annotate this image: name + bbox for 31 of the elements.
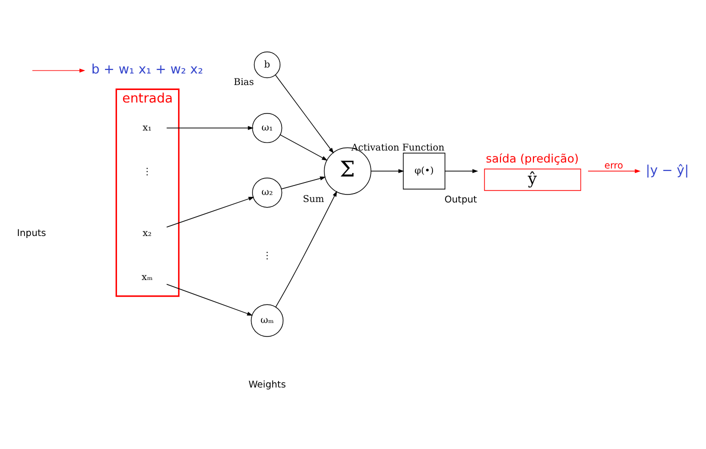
node-text: x₁: [142, 122, 152, 133]
node-box: ŷ: [484, 168, 582, 190]
arrow: [275, 190, 338, 307]
node-label: Bias: [234, 76, 254, 88]
arrow: [444, 168, 478, 173]
arrow: [275, 74, 334, 154]
arrow: [32, 68, 86, 72]
arrow: [588, 168, 641, 173]
node-label: Sum: [302, 193, 324, 204]
label: Weights: [248, 379, 286, 390]
arrow: [166, 126, 254, 130]
node-text: |y − ŷ|: [646, 162, 689, 178]
label: Inputs: [17, 228, 46, 239]
label: ⋮: [262, 250, 272, 261]
node-text: xₘ: [142, 271, 153, 282]
node-label: saída (predição): [486, 150, 579, 165]
node-circle: b: [254, 51, 280, 78]
node-label: Output: [444, 194, 477, 205]
node-box: φ(•): [402, 152, 446, 189]
arrow: [370, 168, 404, 173]
arrow: [166, 283, 253, 316]
node-circle: ωₘ: [250, 304, 284, 336]
node-circle: ω₁: [252, 112, 282, 143]
node-circle: ω₂: [252, 177, 282, 208]
node-text: b + w₁ x₁ + w₂ x₂: [91, 62, 204, 78]
arrow: [280, 176, 326, 189]
edge-label: erro: [604, 160, 624, 172]
arrow: [280, 134, 328, 160]
arrow: [166, 196, 254, 227]
label: ⋮: [142, 166, 152, 177]
node-text: x₂: [142, 228, 152, 239]
